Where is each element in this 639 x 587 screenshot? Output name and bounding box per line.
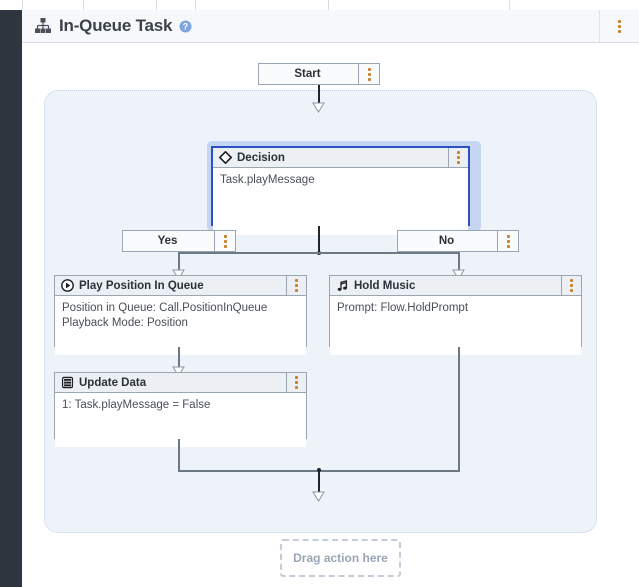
connector-update-merge (178, 439, 180, 471)
tab-strip-cell[interactable] (329, 0, 510, 10)
action-node-body: Position in Queue: Call.PositionInQueue … (55, 296, 306, 355)
branch-no-label: No (438, 235, 455, 247)
action-node-header: Update Data (55, 373, 306, 393)
decision-node-body: Task.playMessage (213, 168, 468, 235)
kebab-menu-icon (506, 234, 510, 248)
page-title: In-Queue Task (59, 16, 173, 35)
tab-strip-cell[interactable] (84, 0, 157, 10)
play-circle-icon (61, 279, 74, 292)
action-node-hold-music[interactable]: Hold Music Prompt: Flow.HoldPrompt (329, 275, 582, 355)
connector-play-update (178, 347, 180, 369)
action-node-title: Play Position In Queue (79, 279, 204, 292)
tab-strip-cell[interactable] (0, 0, 23, 10)
action-node-menu-button[interactable] (286, 276, 306, 295)
page-header: In-Queue Task ? (22, 9, 639, 43)
header-kebab-menu-button[interactable] (599, 9, 639, 43)
decision-node-menu-button[interactable] (448, 148, 468, 167)
action-detail-line: 1: Task.playMessage = False (62, 399, 211, 411)
kebab-menu-icon (570, 279, 573, 292)
start-node-label: Start (294, 68, 321, 80)
action-node-body: Prompt: Flow.HoldPrompt (330, 296, 581, 355)
start-node-menu-button[interactable] (358, 64, 379, 84)
database-icon (61, 376, 74, 389)
action-detail-line: Position in Queue: Call.PositionInQueue (62, 302, 268, 314)
drag-action-dropzone-label: Drag action here (293, 551, 388, 565)
left-rail (0, 10, 22, 587)
kebab-menu-icon (223, 234, 227, 248)
branch-no-menu-button[interactable] (497, 231, 518, 251)
action-detail-line: Playback Mode: Position (62, 317, 188, 329)
kebab-menu-icon (367, 67, 371, 81)
kebab-menu-icon (618, 19, 621, 33)
action-node-header: Play Position In Queue (55, 276, 306, 296)
action-node-header: Hold Music (330, 276, 581, 296)
branch-yes[interactable]: Yes (122, 230, 236, 252)
branch-yes-label: Yes (157, 235, 178, 247)
action-detail-line: Prompt: Flow.HoldPrompt (337, 302, 469, 314)
start-node[interactable]: Start (258, 63, 380, 85)
tab-strip-cell[interactable] (196, 0, 329, 10)
connector-branch-bus (178, 252, 460, 254)
svg-text:?: ? (183, 21, 188, 31)
decision-node-title: Decision (237, 151, 285, 164)
branch-no[interactable]: No (397, 230, 519, 252)
action-node-menu-button[interactable] (561, 276, 581, 295)
connector-no-action (458, 252, 460, 274)
arrow-merge-dropzone (312, 491, 325, 502)
connector-merge-dropzone (318, 470, 320, 495)
arrow-no-action (452, 269, 465, 280)
connector-decision-split (318, 226, 320, 253)
action-node-body: 1: Task.playMessage = False (55, 393, 306, 447)
action-node-title: Hold Music (354, 279, 416, 292)
diamond-icon (218, 150, 233, 165)
connector-yes-action (178, 252, 180, 274)
decision-expression: Task.playMessage (220, 174, 315, 186)
arrow-start-decision (312, 102, 325, 113)
branch-yes-menu-button[interactable] (214, 231, 235, 251)
page-header-left: In-Queue Task ? (22, 10, 599, 42)
music-note-icon (336, 279, 349, 292)
kebab-menu-icon (295, 279, 298, 292)
help-circle-icon[interactable]: ? (179, 19, 192, 33)
action-node-title: Update Data (79, 376, 147, 389)
kebab-menu-icon (295, 376, 298, 389)
tab-strip-cell[interactable] (157, 0, 196, 10)
hierarchy-icon (34, 17, 52, 35)
action-node-play-position-in-queue[interactable]: Play Position In Queue Position in Queue… (54, 275, 307, 355)
connector-start-decision (318, 85, 320, 105)
connector-hold-merge (458, 347, 460, 471)
flow-canvas[interactable]: Start Decision Task.playMessage (22, 43, 639, 587)
decision-node[interactable]: Decision Task.playMessage (211, 146, 470, 235)
action-node-menu-button[interactable] (286, 373, 306, 392)
drag-action-dropzone[interactable]: Drag action here (280, 539, 401, 577)
action-node-update-data[interactable]: Update Data 1: Task.playMessage = False (54, 372, 307, 447)
decision-node-header: Decision (213, 148, 468, 168)
arrow-yes-action (172, 269, 185, 280)
tab-strip-cell[interactable] (23, 0, 84, 10)
arrow-play-update (172, 366, 185, 377)
kebab-menu-icon (457, 151, 460, 164)
